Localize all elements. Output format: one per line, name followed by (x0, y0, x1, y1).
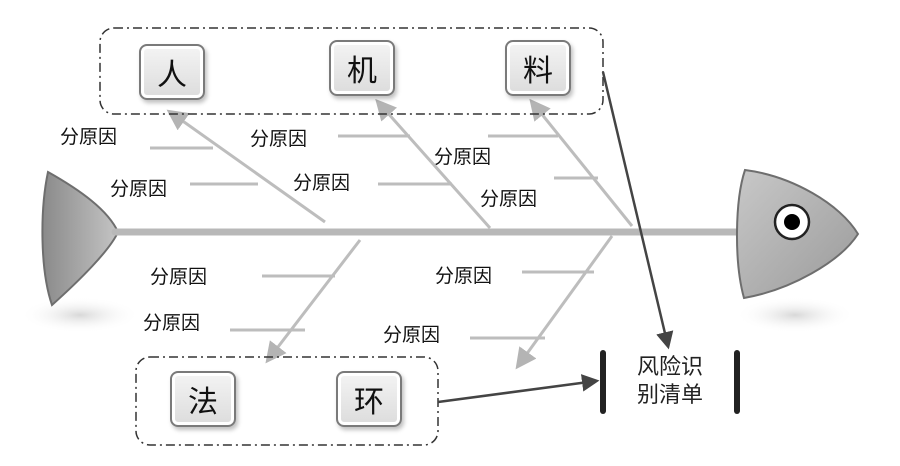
bone-ren (166, 109, 326, 224)
cause-label: 分原因 (110, 178, 168, 200)
result-text: 风险识 别清单 (615, 354, 725, 410)
category-ji-label: 机 (347, 54, 377, 89)
arrow-top-to-result (601, 71, 674, 350)
arrow-bottom-to-result (437, 374, 600, 404)
category-fa-label: 法 (188, 385, 218, 420)
category-huan: 环 (336, 371, 402, 427)
cause-label: 分原因 (293, 172, 351, 194)
bone-fa (265, 239, 362, 364)
category-liao: 料 (505, 40, 571, 96)
head-shadow (735, 297, 855, 333)
bone-ji (375, 98, 492, 229)
category-ren: 人 (139, 44, 205, 100)
cause-label: 分原因 (435, 265, 493, 287)
result-line-1: 风险识 (636, 355, 703, 380)
result-left-bracket (600, 350, 606, 414)
category-huan-label: 环 (354, 385, 384, 420)
bone-liao (529, 98, 634, 227)
result-line-2: 别清单 (636, 383, 703, 408)
category-ji: 机 (329, 40, 395, 96)
category-ren-label: 人 (157, 58, 187, 93)
fish-eye-pupil (784, 214, 800, 230)
cause-label: 分原因 (383, 324, 441, 346)
category-fa: 法 (170, 371, 236, 427)
bone-huan (515, 235, 614, 370)
cause-label: 分原因 (250, 128, 308, 150)
cause-label: 分原因 (480, 188, 538, 210)
result-right-bracket (734, 350, 740, 414)
cause-label: 分原因 (434, 146, 492, 168)
fish-tail (41, 170, 120, 307)
cause-label: 分原因 (60, 126, 118, 148)
result-box: 风险识 别清单 (600, 348, 740, 416)
category-liao-label: 料 (523, 54, 553, 89)
tail-shadow (20, 297, 140, 333)
cause-label: 分原因 (150, 266, 208, 288)
cause-label: 分原因 (143, 312, 201, 334)
top-group-frame (99, 27, 604, 115)
